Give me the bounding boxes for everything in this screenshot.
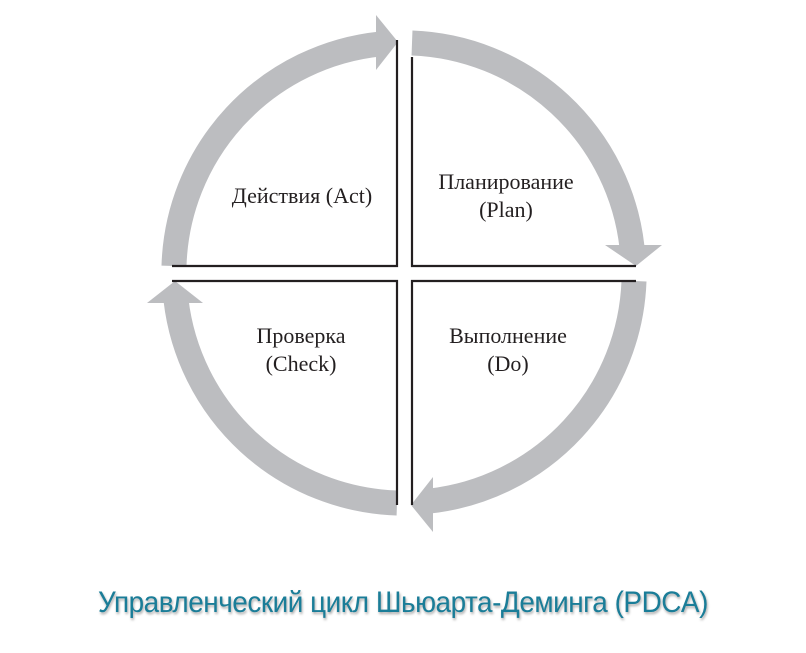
arrowhead-down-icon (605, 245, 662, 266)
arrowhead-up-icon (147, 281, 203, 303)
label-do-en: (Do) (487, 351, 529, 376)
quadrant-border-check (172, 279, 399, 505)
arrow-do-to-check (428, 280, 647, 514)
diagram-title: Управленческий цикл Шьюарта-Деминга (PDC… (0, 586, 806, 620)
arrow-plan-to-do (411, 30, 645, 249)
label-plan-en: (Plan) (479, 197, 533, 222)
arrow-check-to-act (163, 298, 398, 516)
label-check-en: (Check) (266, 351, 337, 376)
label-do: Выполнение (449, 323, 567, 348)
quadrant-border-plan (410, 57, 636, 268)
quadrant-border-act (172, 40, 399, 268)
label-check: Проверка (256, 323, 345, 348)
arrowhead-left-icon (411, 477, 433, 532)
arrowhead-right-icon (376, 15, 398, 70)
label-plan: Планирование (438, 169, 573, 194)
title-text: Управленческий цикл Шьюарта-Деминга (PDC… (98, 586, 708, 619)
arrow-act-to-plan (161, 31, 382, 267)
quadrant-border-do (410, 279, 636, 505)
label-act: Действия (Act) (232, 183, 372, 208)
